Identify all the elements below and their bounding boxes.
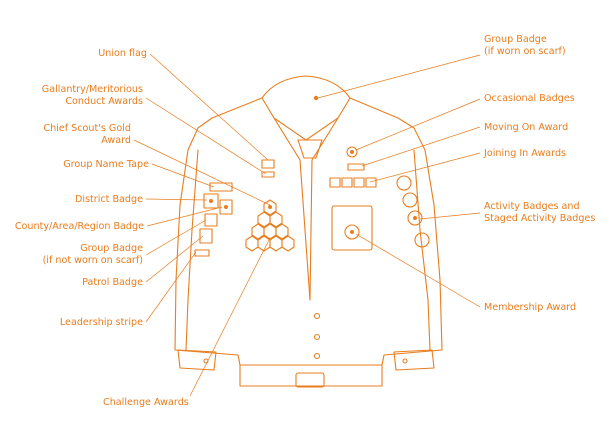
label-occasional-badges: Occasional Badges <box>484 93 575 104</box>
leader-group-name-tape <box>151 163 215 188</box>
label-joining-in-awards: Joining In Awards <box>483 148 566 159</box>
leader-challenge-awards <box>189 237 271 397</box>
right-cuff <box>393 349 435 371</box>
shirt-outline <box>174 97 443 366</box>
label-group-badge-sleeve-2: (if not worn on scarf) <box>43 255 143 266</box>
shirt-button <box>313 352 321 360</box>
county-badge-dot <box>224 205 228 209</box>
scarf-left <box>273 117 311 301</box>
joining-in-award <box>353 177 365 188</box>
waistband <box>239 364 383 387</box>
scarf-group-badge-dot <box>313 95 319 101</box>
label-gallantry-1: Gallantry/Meritorious <box>42 84 143 95</box>
leader-leadership-stripe <box>145 251 197 323</box>
leader-moving-on <box>361 126 481 167</box>
label-chief-scout-1: Chief Scout's Gold <box>43 123 131 134</box>
leader-gallantry <box>145 97 267 175</box>
leader-patrol-badge <box>145 235 204 283</box>
label-union-flag: Union flag <box>98 48 147 59</box>
leader-union-flag <box>149 53 269 161</box>
belt-buckle <box>295 372 325 388</box>
cuff-button <box>402 358 408 364</box>
leader-group-badge-scarf <box>317 54 481 99</box>
district-badge <box>203 193 219 209</box>
label-group-badge-scarf-2: (if worn on scarf) <box>484 46 566 57</box>
label-activity-badges-1: Activity Badges and <box>484 201 580 212</box>
leader-county-badge <box>146 206 223 227</box>
label-chief-scout-2: Award <box>101 135 131 146</box>
label-gallantry-2: Conduct Awards <box>65 96 143 107</box>
leader-membership-award <box>355 233 481 308</box>
label-moving-on-award: Moving On Award <box>484 122 568 133</box>
leader-chief-scout <box>133 139 271 206</box>
left-cuff <box>177 349 217 371</box>
label-group-badge-sleeve-1: Group Badge <box>80 243 143 254</box>
scarf-knot <box>297 139 323 159</box>
occasional-badge-dot <box>350 150 354 154</box>
joining-in-award <box>341 177 353 188</box>
moving-on-award-badge <box>347 163 365 171</box>
leader-occasional-badges <box>355 98 481 151</box>
joining-in-award <box>329 177 341 188</box>
gallantry-badge <box>261 171 275 178</box>
label-activity-badges-2: Staged Activity Badges <box>484 213 595 224</box>
label-leadership-stripe: Leadership stripe <box>60 317 143 328</box>
activity-badge <box>402 192 418 208</box>
label-patrol-badge: Patrol Badge <box>82 277 143 288</box>
activity-dot <box>413 216 417 220</box>
label-district-badge: District Badge <box>75 194 143 205</box>
label-county-badge: County/Area/Region Badge <box>15 221 144 232</box>
membership-award-badge <box>344 224 360 240</box>
leadership-stripe-badge <box>194 249 210 257</box>
label-group-badge-scarf-1: Group Badge <box>484 34 547 45</box>
membership-pocket <box>331 205 373 251</box>
leader-group-badge-sleeve <box>145 219 207 256</box>
activity-badge <box>396 175 412 191</box>
chief-scout-dot <box>268 205 272 209</box>
label-membership-award: Membership Award <box>484 302 576 313</box>
left-sleeve-line <box>185 149 199 351</box>
scarf-right <box>309 117 339 301</box>
activity-badge <box>414 232 430 248</box>
label-group-name-tape: Group Name Tape <box>63 159 149 170</box>
leader-joining-in <box>369 152 481 183</box>
occasional-badge <box>346 146 358 158</box>
activity-badge <box>407 210 423 226</box>
county-badge <box>219 199 233 215</box>
membership-badge-dot <box>350 230 354 234</box>
union-flag-badge <box>261 159 275 169</box>
patrol-badge <box>199 228 213 244</box>
leader-activity-badges <box>419 212 481 220</box>
group-badge-sleeve <box>204 213 218 227</box>
district-badge-dot <box>209 199 213 203</box>
shirt-button <box>313 312 321 320</box>
right-sleeve-line <box>413 149 431 351</box>
joining-in-award <box>365 177 377 188</box>
collar <box>261 75 351 141</box>
leader-district-badge <box>145 198 208 201</box>
shirt-button <box>313 333 321 341</box>
challenge-awards-hexagons <box>245 199 295 252</box>
label-challenge-awards: Challenge Awards <box>103 397 189 408</box>
